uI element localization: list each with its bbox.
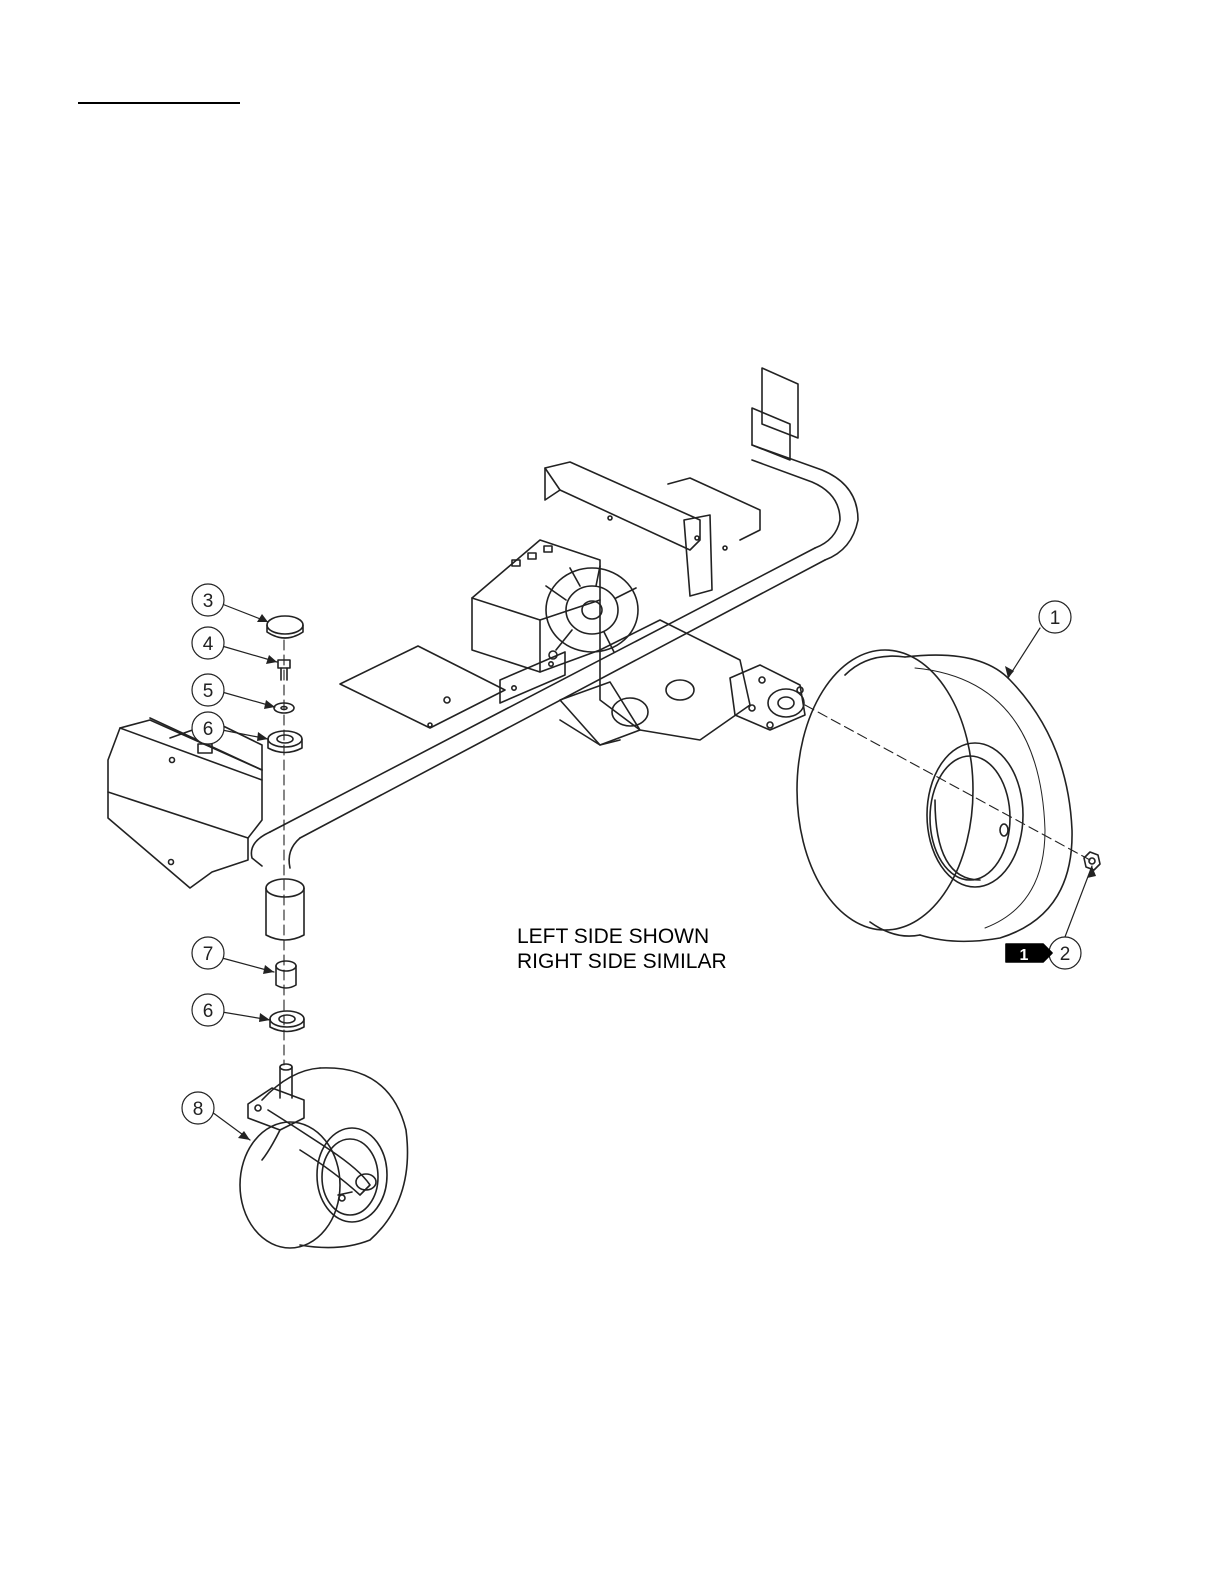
callout-leaders	[212, 604, 1092, 1140]
engine-transmission-assembly	[340, 462, 805, 745]
caster-wheel	[240, 1064, 408, 1248]
rear-tire	[797, 650, 1072, 941]
callout-number: 8	[193, 1099, 204, 1120]
callout-number: 6	[203, 719, 214, 740]
callout-number: 1	[1050, 608, 1061, 629]
mower-frame	[108, 368, 858, 888]
reference-badge-label: 1	[1020, 947, 1029, 964]
note-line-1: LEFT SIDE SHOWN	[517, 924, 727, 949]
callout-number: 2	[1060, 944, 1071, 965]
note-line-2: RIGHT SIDE SIMILAR	[517, 949, 727, 974]
callout-number: 5	[203, 681, 214, 702]
axle-centerline	[805, 705, 1090, 860]
callout-number: 4	[203, 634, 214, 655]
side-note: LEFT SIDE SHOWN RIGHT SIDE SIMILAR	[517, 924, 727, 974]
callout-number: 6	[203, 1001, 214, 1022]
callout-number: 7	[203, 944, 214, 965]
callout-number: 3	[203, 591, 214, 612]
reference-badge: 1	[1006, 944, 1052, 964]
callout-bubbles	[182, 584, 1081, 1124]
